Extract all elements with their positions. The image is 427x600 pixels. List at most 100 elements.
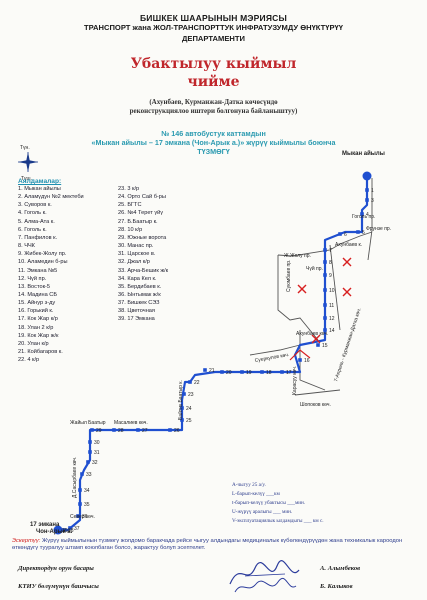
header-line3: ДЕПАРТАМЕНТИ (182, 34, 245, 43)
stop-list-item: 9. Жибек-Жолу пр. (18, 251, 67, 258)
stop-list-item: 14. Мадина СБ (18, 291, 58, 298)
street-akhunbaev: Ахунбаев көч. (296, 331, 328, 337)
stop-marker (360, 212, 364, 216)
stop-marker (323, 328, 327, 332)
stop-number-label: 5 (362, 230, 365, 236)
stop-list-item: 23. 3 к/р (118, 186, 140, 192)
stop-list-item: 1. Мыкан айылы (18, 186, 61, 192)
legend-line4: U-жүрүү аралыгы ___ мин. (232, 509, 293, 515)
street-masaliev: Масалиев көч. (114, 420, 148, 426)
stop-marker (80, 472, 84, 476)
stop-list-item: 22. 4 к/р (18, 357, 40, 364)
map-end-label-1: 17 эмкана (30, 522, 60, 528)
stop-marker (280, 370, 284, 374)
footnote-text: Жүрүү кыймылынын түзмөгү жолдомо баракча… (12, 538, 403, 551)
stop-marker (182, 392, 186, 396)
stop-number-label: 20 (226, 370, 232, 376)
map-start-label: Мыкан айылы (342, 150, 385, 157)
stop-list-item: 5. Алма-Ата к. (18, 218, 55, 225)
legend-line1: А-чыгуу 25 а/у. (232, 482, 266, 488)
stop-number-label: 33 (86, 472, 92, 478)
stop-list-item: 28. 10 к/р (118, 226, 143, 233)
stop-list-item: 19. Кок Жар ж/к (18, 332, 59, 339)
street-gogol: Гоголь пр. (352, 214, 375, 220)
stop-list-item: 25. БГТС (118, 202, 142, 209)
stop-number-label: 12 (329, 316, 335, 322)
stop-marker (323, 260, 327, 264)
street-shopokov: Шопоков көч. (300, 402, 331, 408)
stop-list-item: 4. Гоголь к. (18, 210, 47, 217)
stop-number-label: 23 (188, 392, 194, 398)
stop-list-item: 6. Гоголь к. (18, 226, 47, 233)
stop-marker (316, 343, 320, 347)
stop-number-label: 24 (186, 406, 192, 412)
stop-number-label: 6 (344, 232, 347, 238)
stop-number-label: 35 (84, 502, 90, 508)
footnote-label: Эскертүү: (12, 538, 41, 544)
stop-number-label: 30 (94, 440, 100, 446)
stop-marker (323, 303, 327, 307)
stop-marker (168, 428, 172, 432)
stop-marker (112, 428, 116, 432)
stop-number-label: 16 (304, 358, 310, 364)
stop-list-item: 34. Кара Кел к. (118, 275, 157, 282)
stop-list-item: 36. Ынтымак ж/к (118, 291, 161, 298)
stop-marker (203, 368, 207, 372)
route-title-line3: ТҮЗМӨГҮ (197, 147, 230, 156)
compass-south-label: Түш. (21, 176, 32, 182)
stop-number-label: 17 (286, 370, 292, 376)
stop-list-item: 31. Царское в. (118, 251, 156, 258)
stop-marker (323, 288, 327, 292)
stop-list-item: 20. Улан к/р (18, 340, 49, 347)
stop-marker (323, 273, 327, 277)
stop-number-label: 39 (62, 528, 68, 534)
stop-number-label: 21 (209, 368, 215, 374)
stop-marker (86, 460, 90, 464)
legend-line5: V-эксплуатациялык ылдамдыгы ___ км с. (232, 518, 324, 524)
stop-list-item: 37. Бишкек СЭЗ (118, 300, 160, 307)
stop-marker (188, 380, 192, 384)
map-end-label-2: Чон-Арык а. (36, 529, 73, 535)
stop-number-label: 29 (96, 428, 102, 434)
stop-marker (180, 406, 184, 410)
stop-marker (338, 232, 342, 236)
street-suerkulov: Суеркулов көч. (254, 352, 290, 364)
stop-number-label: 14 (329, 328, 335, 334)
subtitle-line2: реконструкциялоо иштери болгонуна байлан… (129, 107, 298, 115)
stop-list-item: 8. ЧЧК (18, 243, 35, 250)
stop-number-label: 38 (68, 528, 74, 534)
stop-marker (68, 526, 72, 530)
footnote: Эскертүү: Жүрүү кыймылынын түзмөгү жолдо… (12, 538, 417, 552)
stop-list-item: 11. Эмкана №5 (18, 267, 58, 274)
stops-title: Аялдамалар: (18, 178, 62, 185)
stop-marker (365, 188, 369, 192)
stop-marker (323, 316, 327, 320)
signature-name-1: А. Алымбеков (320, 565, 361, 572)
stop-number-label: 37 (74, 526, 80, 532)
stop-number-label: 31 (94, 450, 100, 456)
stop-list-item: 21. Койбагаров к. (18, 349, 63, 355)
signature-role-2: КТИУ бөлүмүнүн башчысы (18, 583, 99, 590)
route-title-line2: «Мыкан айылы – 17 эмкана (Чон-Арык а.)» … (91, 138, 336, 147)
stop-number-label: 8 (329, 260, 332, 266)
stop-number-label: 18 (266, 370, 272, 376)
signature-scribble-2 (234, 577, 297, 593)
stop-number-label: 7 (329, 248, 332, 254)
stop-marker (220, 370, 224, 374)
detour-arrow (289, 349, 311, 361)
stop-marker (323, 248, 327, 252)
street-frunze: Фрунзе пр. (366, 226, 391, 232)
stop-list-item: 26. №4 Терет үйү (118, 210, 164, 217)
stop-list-item: 33. Арча-Бешик ж/к (118, 267, 169, 274)
stop-marker (260, 370, 264, 374)
stop-list-item: 24. Орто Сай б-ры (118, 194, 166, 201)
stop-marker (62, 528, 66, 532)
stop-number-label: 25 (186, 418, 192, 424)
closure-marks (297, 257, 352, 344)
stop-number-label: 34 (84, 488, 90, 494)
stop-list-item: 2. Аламүдүн №2 мектеби (18, 194, 84, 201)
stop-marker (356, 230, 360, 234)
signature-name-2: Б. Калыков (320, 583, 353, 590)
stop-number-label: 15 (322, 343, 328, 349)
